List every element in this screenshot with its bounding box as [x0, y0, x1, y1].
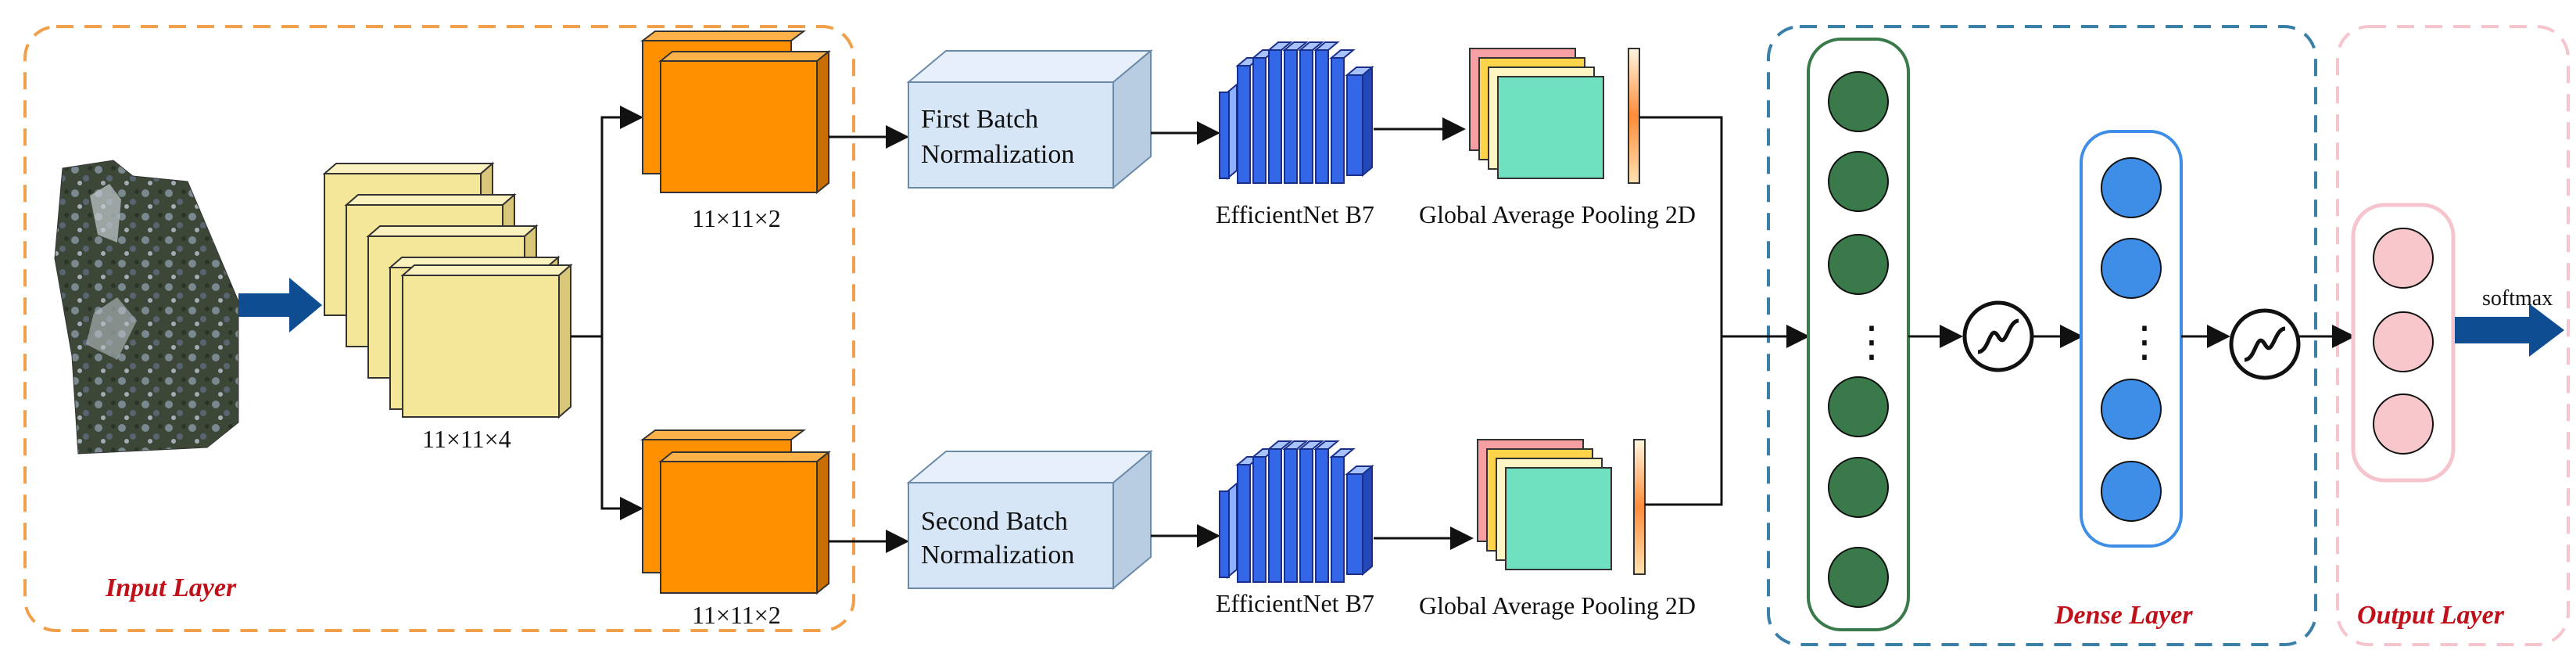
first-bn-label-line2: Normalization	[921, 140, 1074, 169]
dense-column-2	[2080, 130, 2183, 548]
first-bn-label-line1: First Batch	[921, 105, 1038, 134]
input-layer-title: Input Layer	[105, 573, 237, 602]
dense1-ellipsis: ⋮	[1850, 318, 1893, 365]
gap-bottom-vector	[1633, 439, 1646, 575]
sigmoid-activation-icon	[1962, 300, 2034, 372]
input-tensor-stack	[322, 161, 573, 419]
merge-connector	[1639, 116, 1723, 506]
split-tensor-top	[640, 31, 831, 195]
output-layer-title: Output Layer	[2357, 601, 2505, 630]
output-nodes	[2373, 228, 2434, 455]
gap-top-feature-maps	[1469, 48, 1604, 179]
split-connector	[571, 116, 641, 510]
second-batch-normalization-box	[906, 449, 1153, 591]
effnet-bottom-label: EfficientNet B7	[1216, 589, 1374, 617]
second-bn-label-line1: Second Batch	[921, 507, 1068, 536]
dense-nodes-blue	[2101, 157, 2162, 522]
split-bottom-dim-label: 11×11×2	[692, 601, 781, 629]
input-arrow	[238, 278, 322, 332]
gap-top-vector	[1628, 48, 1640, 184]
gap-bottom-label: Global Average Pooling 2D	[1419, 591, 1696, 620]
effnet-top-label: EfficientNet B7	[1216, 200, 1374, 228]
dense2-ellipsis: ⋮	[2123, 318, 2166, 365]
satellite-image	[54, 160, 239, 455]
dense-nodes-green	[1828, 71, 1889, 608]
dense-layer-title: Dense Layer	[2054, 601, 2193, 630]
input-layer-frame	[23, 25, 855, 632]
input-dim-label: 11×11×4	[422, 425, 511, 453]
split-tensor-bottom	[640, 429, 831, 595]
sigmoid-activation-icon-2	[2229, 308, 2301, 380]
second-bn-label-line2: Normalization	[921, 541, 1074, 570]
softmax-arrow	[2455, 304, 2564, 357]
output-layer-frame	[2336, 25, 2570, 646]
softmax-label: softmax	[2482, 286, 2553, 311]
efficientnet-bottom-block	[1219, 440, 1374, 583]
gap-top-label: Global Average Pooling 2D	[1419, 200, 1696, 228]
efficientnet-top-block	[1219, 41, 1374, 184]
first-batch-normalization-box	[906, 49, 1153, 190]
gap-bottom-feature-maps	[1477, 439, 1612, 570]
split-top-dim-label: 11×11×2	[692, 204, 781, 232]
